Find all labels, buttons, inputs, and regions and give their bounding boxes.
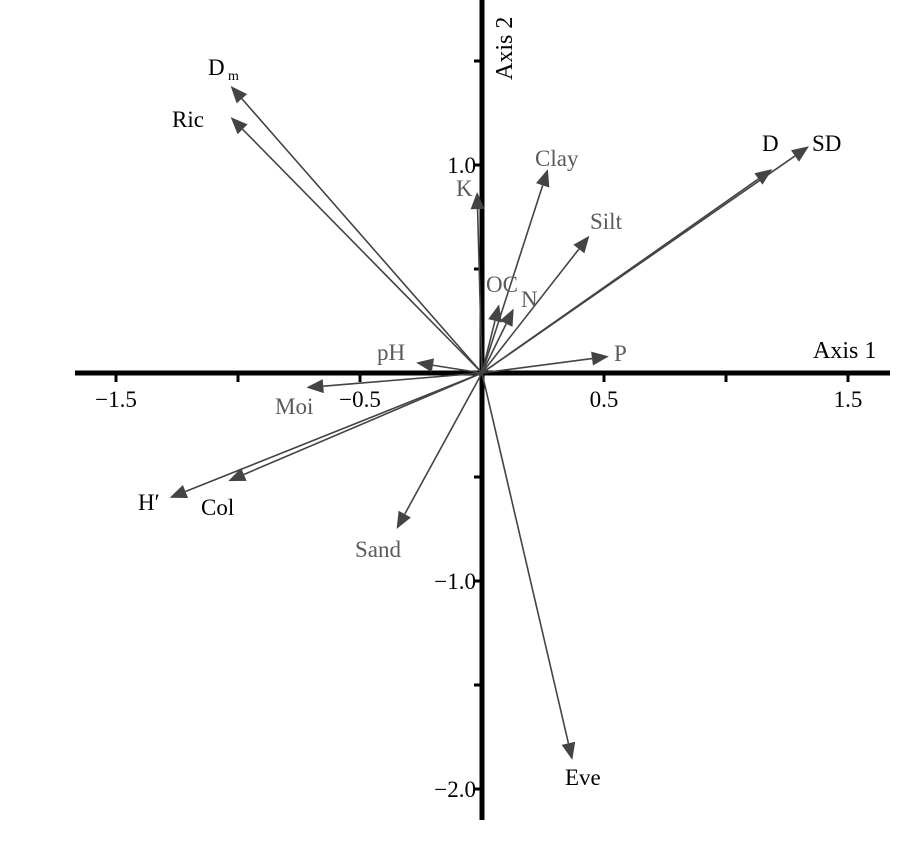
arrowhead: [169, 484, 189, 498]
vector-label: N: [521, 287, 538, 312]
arrowhead: [230, 117, 248, 135]
vector-label: P: [614, 341, 627, 366]
vector-line: [476, 209, 483, 374]
vector-silt: Silt: [481, 209, 623, 374]
x-tick-label: 1.5: [834, 387, 863, 412]
vector-line: [185, 372, 483, 493]
vector-eve: Eve: [481, 372, 601, 790]
x-tick-label: 0.5: [590, 387, 619, 412]
vector-col: Col: [201, 372, 483, 520]
vector-line: [323, 372, 483, 387]
vector-p: P: [481, 341, 627, 374]
x-axis-label: Axis 1: [813, 338, 876, 364]
vector-ph: pH: [377, 340, 483, 374]
vector-line: [481, 155, 796, 374]
y-tick-label: −1.0: [434, 569, 476, 594]
vector-k: K: [456, 176, 485, 374]
vector-sd: SD: [481, 131, 841, 374]
vector-label: OC: [486, 272, 518, 297]
arrowhead: [470, 192, 485, 210]
arrowhead: [591, 351, 609, 366]
vector-line: [481, 248, 580, 374]
x-tick-label: −1.5: [95, 387, 137, 412]
vector-label: K: [456, 176, 473, 201]
vector-line: [481, 185, 544, 374]
vector-label: pH: [377, 340, 405, 365]
vector-moi: Moi: [275, 372, 483, 419]
vector-label: H′: [138, 490, 160, 515]
vector-line: [481, 372, 570, 744]
arrowhead: [535, 169, 550, 188]
arrowhead: [230, 85, 248, 104]
vector-line: [241, 98, 483, 374]
vector-line: [481, 357, 593, 374]
vector-label-subscript: m: [228, 69, 239, 84]
arrowhead: [791, 146, 809, 162]
vector-h: H′: [138, 372, 483, 515]
vector-label: Clay: [535, 146, 579, 171]
y-axis-label: Axis 2: [492, 17, 518, 80]
vector-label: Col: [201, 495, 234, 520]
vector-label: Silt: [590, 209, 623, 234]
y-tick-label: 1.0: [447, 153, 476, 178]
vector-line: [481, 320, 496, 374]
vector-oc: OC: [481, 272, 518, 374]
arrowhead: [396, 510, 411, 529]
vector-ric: Ric: [172, 107, 483, 374]
vector-label: Sand: [355, 537, 402, 562]
vector-line: [404, 372, 483, 515]
x-tick-label: −0.5: [339, 387, 381, 412]
arrowhead: [306, 379, 324, 394]
vector-line: [481, 323, 507, 374]
vector-sand: Sand: [355, 372, 483, 562]
vector-label: Ric: [172, 107, 204, 132]
vector-label: Moi: [275, 394, 313, 419]
vector-line: [432, 364, 483, 374]
vector-n: N: [481, 287, 538, 374]
vector-clay: Clay: [481, 146, 579, 374]
vector-label: D: [762, 131, 779, 156]
arrowhead: [499, 308, 514, 327]
y-tick-label: −2.0: [434, 777, 476, 802]
vector-label: Eve: [565, 765, 601, 790]
vector-label: SD: [812, 131, 841, 156]
vector-line: [243, 372, 483, 476]
arrowhead: [573, 235, 590, 254]
vector-label: D: [208, 55, 225, 80]
vector-line: [242, 128, 483, 374]
arrowhead: [561, 741, 576, 760]
arrowhead: [416, 358, 435, 373]
arrowhead: [228, 468, 247, 482]
vector-d: D: [481, 131, 779, 374]
arrowhead: [488, 304, 502, 323]
